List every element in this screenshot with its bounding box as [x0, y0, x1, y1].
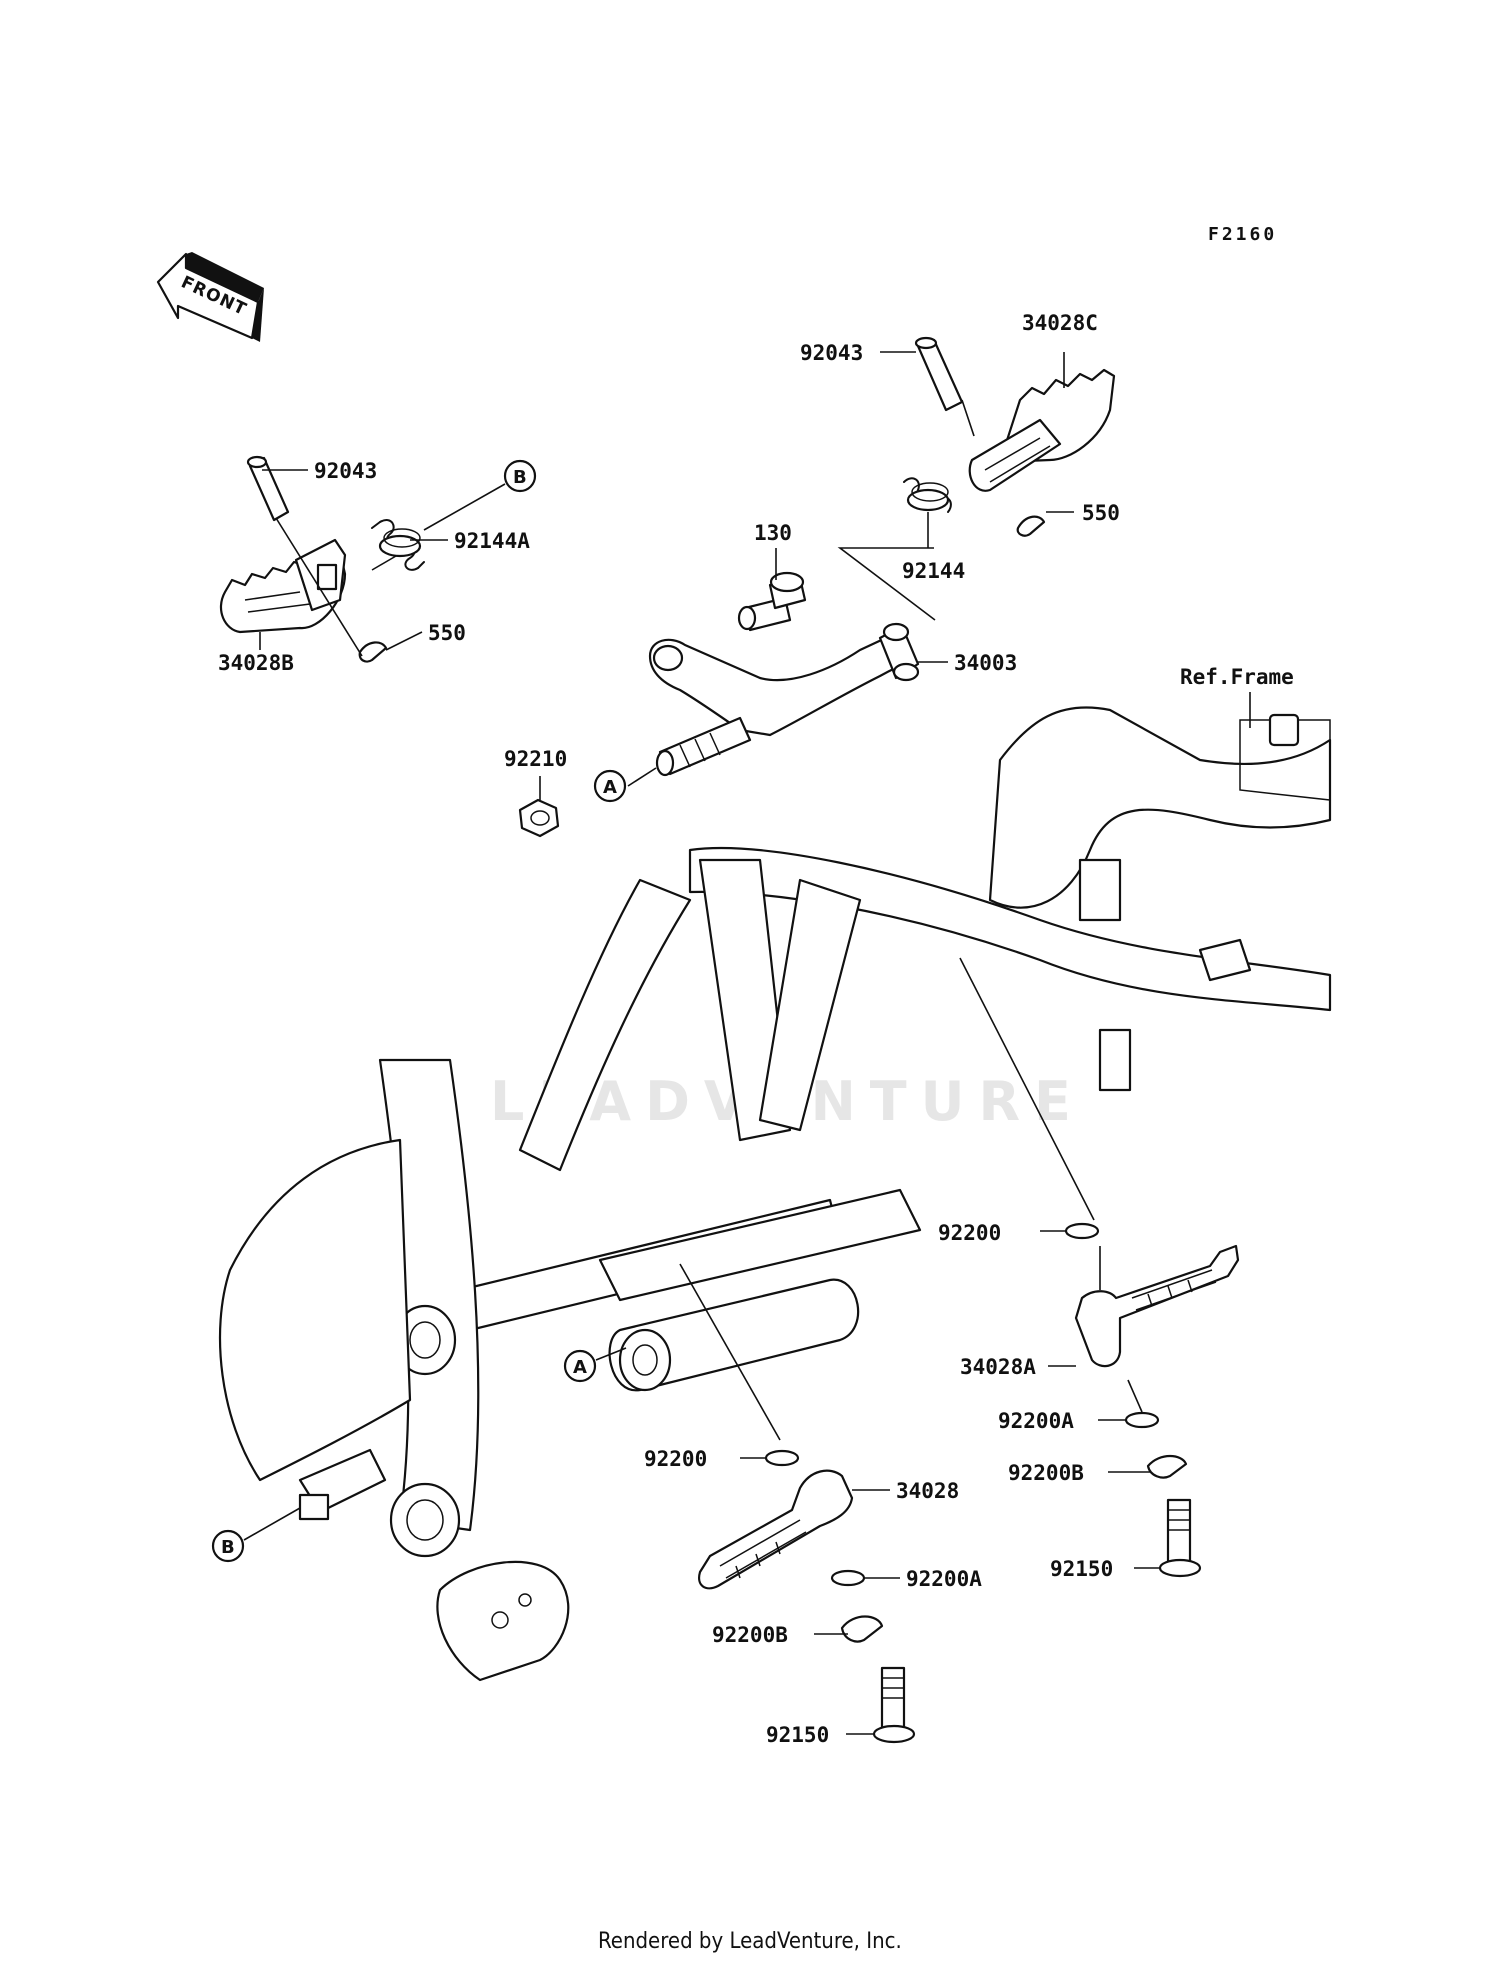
label-92150-right: 92150 — [1050, 1557, 1113, 1581]
right-footrest-assembly — [959, 957, 1240, 1578]
pin-92150-right-icon — [1158, 1498, 1202, 1578]
callout-b-frame: B — [211, 1507, 301, 1563]
pin-left-icon — [246, 455, 290, 522]
label-34003: 34003 — [954, 651, 1017, 675]
label-92043-right: 92043 — [800, 341, 863, 365]
washer-92200-right-icon — [1064, 1222, 1100, 1240]
right-footpeg-assembly — [837, 336, 1116, 621]
svg-text:A: A — [603, 777, 617, 798]
cotter-pin-right-icon — [1016, 515, 1046, 537]
cotter-pin-left-icon — [358, 641, 388, 663]
label-92200A-right: 92200A — [998, 1409, 1074, 1433]
footer-credit: Rendered by LeadVenture, Inc. — [598, 1929, 902, 1954]
bracket-assembly — [518, 548, 948, 838]
label-550-left: 550 — [428, 621, 466, 645]
label-34028: 34028 — [896, 1479, 959, 1503]
left-footrest-assembly — [679, 1263, 916, 1744]
label-550-right: 550 — [1082, 501, 1120, 525]
label-34028B: 34028B — [218, 651, 294, 675]
label-92200B-left: 92200B — [712, 1623, 788, 1647]
svg-text:B: B — [513, 467, 527, 488]
callout-a-frame: A — [563, 1347, 627, 1383]
label-92144: 92144 — [902, 559, 965, 583]
front-arrow-icon: FRONT — [156, 252, 264, 342]
footrest-34028-icon — [698, 1469, 854, 1590]
bolt-130-icon — [737, 571, 807, 632]
label-92144A: 92144A — [454, 529, 530, 553]
footrest-34028A-icon — [1074, 1244, 1240, 1368]
diagram-code: F2160 — [1208, 224, 1277, 245]
clip-92200B-left-icon — [840, 1615, 884, 1643]
washer-92200A-left-icon — [830, 1569, 866, 1587]
callout-a-top: A — [593, 769, 627, 803]
label-34028A: 34028A — [960, 1355, 1036, 1379]
label-92200-right: 92200 — [938, 1221, 1001, 1245]
washer-92200-left-icon — [764, 1449, 800, 1467]
nut-92210-icon — [518, 798, 560, 838]
label-34028C: 34028C — [1022, 311, 1098, 335]
label-92210: 92210 — [504, 747, 567, 771]
callout-b-top: B — [503, 459, 537, 493]
svg-text:A: A — [573, 1357, 587, 1378]
washer-92200A-right-icon — [1124, 1411, 1160, 1429]
spring-92144A-icon — [371, 519, 425, 571]
pin-92150-left-icon — [872, 1666, 916, 1744]
label-92200A-left: 92200A — [906, 1567, 982, 1591]
frame-illustration — [218, 706, 1332, 1682]
label-92200B-right: 92200B — [1008, 1461, 1084, 1485]
label-130: 130 — [754, 521, 792, 545]
label-92043-left: 92043 — [314, 459, 377, 483]
label-92200-left: 92200 — [644, 1447, 707, 1471]
label-92150-left: 92150 — [766, 1723, 829, 1747]
pin-right-icon — [914, 336, 964, 412]
bracket-34003-icon — [648, 622, 920, 777]
ref-frame-label: Ref.Frame — [1180, 665, 1294, 689]
left-footpeg-assembly — [219, 455, 506, 663]
clip-92200B-right-icon — [1146, 1454, 1188, 1479]
svg-text:B: B — [221, 1537, 235, 1558]
spring-92144-icon — [903, 477, 952, 513]
footpeg-34028B-icon — [219, 538, 347, 634]
footpeg-34028C-icon — [968, 368, 1116, 492]
